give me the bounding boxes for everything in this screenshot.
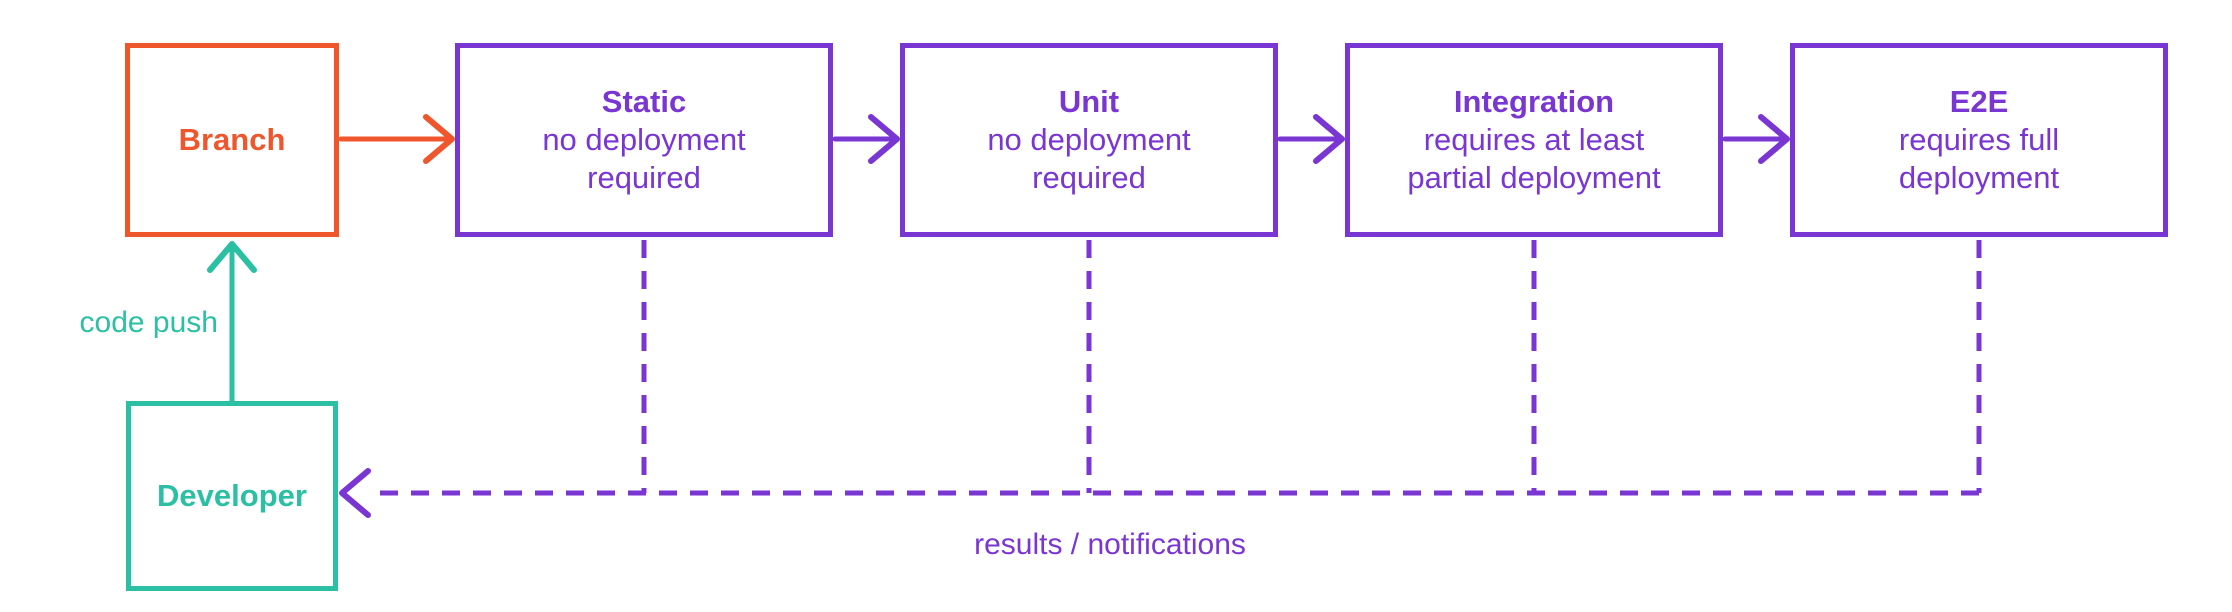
dashed-results-lines	[374, 240, 1982, 496]
arrow-integration-to-e2e	[1722, 114, 1790, 164]
arrow-unit-to-integration	[1277, 114, 1345, 164]
node-static-subtitle-line1: no deployment	[542, 122, 746, 157]
edge-label-code-push: code push	[79, 306, 218, 339]
node-integration: Integration requires at least partial de…	[1345, 43, 1723, 237]
node-e2e-subtitle-line2: deployment	[1898, 160, 2060, 195]
node-integration-title: Integration	[1453, 84, 1615, 119]
node-static: Static no deployment required	[455, 43, 833, 237]
node-developer: Developer	[126, 401, 338, 591]
node-branch: Branch	[125, 43, 339, 237]
node-unit: Unit no deployment required	[900, 43, 1278, 237]
edge-label-results-notifications: results / notifications	[974, 528, 1246, 561]
node-integration-subtitle-line2: partial deployment	[1407, 160, 1661, 195]
arrow-branch-to-static	[338, 114, 455, 164]
node-unit-title: Unit	[1058, 84, 1120, 119]
node-e2e-subtitle-line1: requires full	[1898, 122, 2060, 157]
node-static-title: Static	[601, 84, 687, 119]
dashed-arrowhead-to-developer	[339, 468, 371, 518]
arrow-static-to-unit	[832, 114, 900, 164]
node-e2e-title: E2E	[1949, 84, 2009, 119]
node-static-subtitle-line2: required	[587, 160, 701, 195]
node-unit-subtitle-line2: required	[1032, 160, 1146, 195]
node-unit-subtitle-line1: no deployment	[987, 122, 1191, 157]
node-branch-title: Branch	[178, 122, 286, 157]
node-e2e: E2E requires full deployment	[1790, 43, 2168, 237]
node-integration-subtitle-line1: requires at least	[1423, 122, 1645, 157]
node-developer-title: Developer	[157, 478, 307, 513]
